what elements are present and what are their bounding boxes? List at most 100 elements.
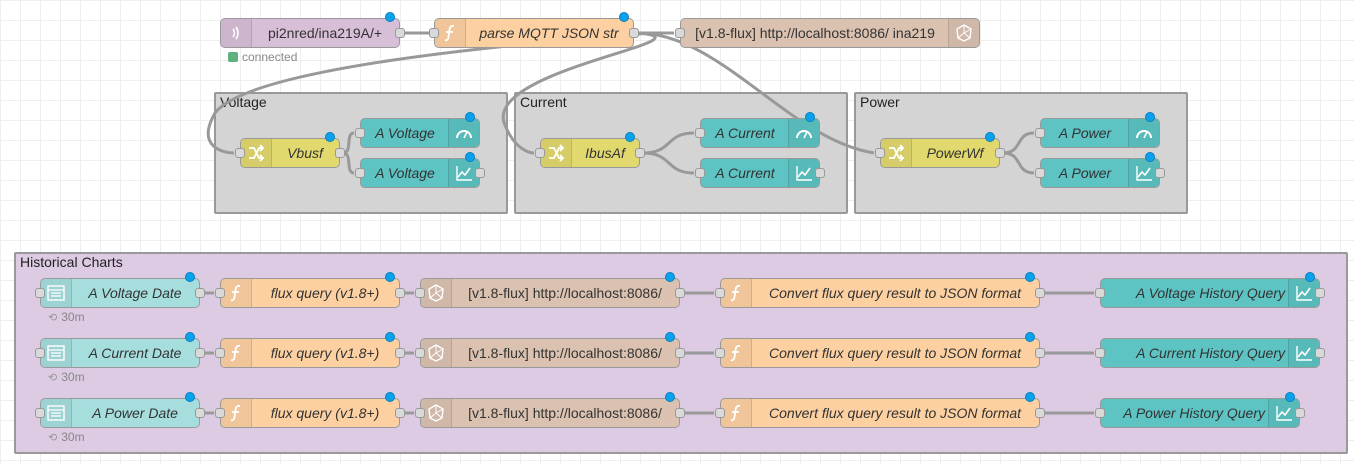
changed-indicator [1025,332,1035,342]
inject-button[interactable] [35,288,45,298]
output-port[interactable] [1295,408,1305,418]
node-label: A Voltage History Query [1135,285,1285,301]
input-port[interactable] [875,148,885,158]
output-port[interactable] [675,408,685,418]
node-label: Convert flux query result to JSON format [768,285,1022,301]
influxdb-in-node[interactable]: [v1.8-flux] http://localhost:8086/ [415,332,685,368]
input-port[interactable] [695,128,705,138]
input-port[interactable] [695,168,705,178]
output-port[interactable] [1035,288,1045,298]
parse-function-node[interactable]: parse MQTT JSON str [429,12,639,48]
voltage-gauge-node[interactable]: A Voltage [355,112,480,148]
input-port[interactable] [1095,348,1105,358]
input-port[interactable] [235,148,245,158]
input-port[interactable] [355,168,365,178]
mqtt-in-node[interactable]: pi2nred/ina219A/+ [220,12,405,48]
changed-indicator [185,392,195,402]
output-port[interactable] [475,168,485,178]
input-port[interactable] [1095,288,1105,298]
flux-query-function-node[interactable]: flux query (v1.8+) [215,392,405,428]
mqtt-status: connected [228,50,297,64]
inject-node[interactable]: A Current Date [35,332,205,368]
inject-button[interactable] [35,348,45,358]
inject-interval: ⟲ 30m [48,430,85,444]
current-chart-node[interactable]: A Current [695,158,825,188]
input-port[interactable] [215,348,225,358]
node-label: A Current [715,125,775,141]
power-chart-node[interactable]: A Power [1035,152,1165,188]
input-port[interactable] [415,348,425,358]
inject-button[interactable] [35,408,45,418]
input-port[interactable] [715,348,725,358]
input-port[interactable] [355,128,365,138]
output-port[interactable] [395,28,405,38]
output-port[interactable] [1315,288,1325,298]
change-node-powerwf[interactable]: PowerWf [875,132,1005,168]
changed-indicator [1025,392,1035,402]
inject-node[interactable]: A Voltage Date [35,272,205,308]
changed-indicator [325,132,335,142]
output-port[interactable] [675,348,685,358]
convert-function-node[interactable]: Convert flux query result to JSON format [715,272,1045,308]
input-port[interactable] [215,288,225,298]
input-port[interactable] [215,408,225,418]
input-port[interactable] [415,288,425,298]
mqtt-wave-icon [221,19,252,47]
output-port[interactable] [1035,408,1045,418]
change-node-vbusf[interactable]: Vbusf [235,132,345,168]
influxdb-in-node[interactable]: [v1.8-flux] http://localhost:8086/ [415,392,685,428]
influxdb-in-node[interactable]: [v1.8-flux] http://localhost:8086/ [415,272,685,308]
output-port[interactable] [195,288,205,298]
gauge-icon [448,119,479,147]
flux-query-function-node[interactable]: flux query (v1.8+) [215,332,405,368]
output-port[interactable] [335,148,345,158]
output-port[interactable] [675,288,685,298]
output-port[interactable] [395,348,405,358]
changed-indicator [185,332,195,342]
output-port[interactable] [815,168,825,178]
history-chart-node[interactable]: A Current History Query [1095,338,1325,368]
output-port[interactable] [995,148,1005,158]
output-port[interactable] [1035,348,1045,358]
output-port[interactable] [195,408,205,418]
input-port[interactable] [429,28,439,38]
output-port[interactable] [1315,348,1325,358]
input-port[interactable] [535,148,545,158]
changed-indicator [385,12,395,22]
input-port[interactable] [675,28,685,38]
current-gauge-node[interactable]: A Current [695,112,820,148]
flux-query-function-node[interactable]: flux query (v1.8+) [215,272,405,308]
influxdb-out-node[interactable]: [v1.8-flux] http://localhost:8086/ ina21… [675,18,980,48]
interval-text: 30m [61,430,85,444]
node-label: [v1.8-flux] http://localhost:8086/ [468,405,662,421]
node-label: IbusAf [585,145,625,161]
history-chart-node[interactable]: A Voltage History Query [1095,272,1325,308]
output-port[interactable] [395,408,405,418]
influxdb-icon [421,399,452,427]
node-label: A Current Date [88,345,182,361]
node-label: parse MQTT JSON str [479,25,619,41]
interval-text: 30m [61,370,85,384]
input-port[interactable] [715,408,725,418]
voltage-chart-node[interactable]: A Voltage [355,152,485,188]
changed-indicator [1145,112,1155,122]
output-port[interactable] [629,28,639,38]
group-label: Current [520,94,567,110]
output-port[interactable] [395,288,405,298]
input-port[interactable] [1035,128,1045,138]
input-port[interactable] [715,288,725,298]
output-port[interactable] [635,148,645,158]
input-port[interactable] [1035,168,1045,178]
output-port[interactable] [195,348,205,358]
input-port[interactable] [415,408,425,418]
inject-node[interactable]: A Power Date [35,392,205,428]
power-gauge-node[interactable]: A Power [1035,112,1160,148]
history-chart-node[interactable]: A Power History Query [1095,392,1305,428]
node-label: Vbusf [287,145,323,161]
changed-indicator [1145,152,1155,162]
convert-function-node[interactable]: Convert flux query result to JSON format [715,392,1045,428]
input-port[interactable] [1095,408,1105,418]
convert-function-node[interactable]: Convert flux query result to JSON format [715,332,1045,368]
output-port[interactable] [1155,168,1165,178]
change-node-ibusaf[interactable]: IbusAf [535,132,645,168]
